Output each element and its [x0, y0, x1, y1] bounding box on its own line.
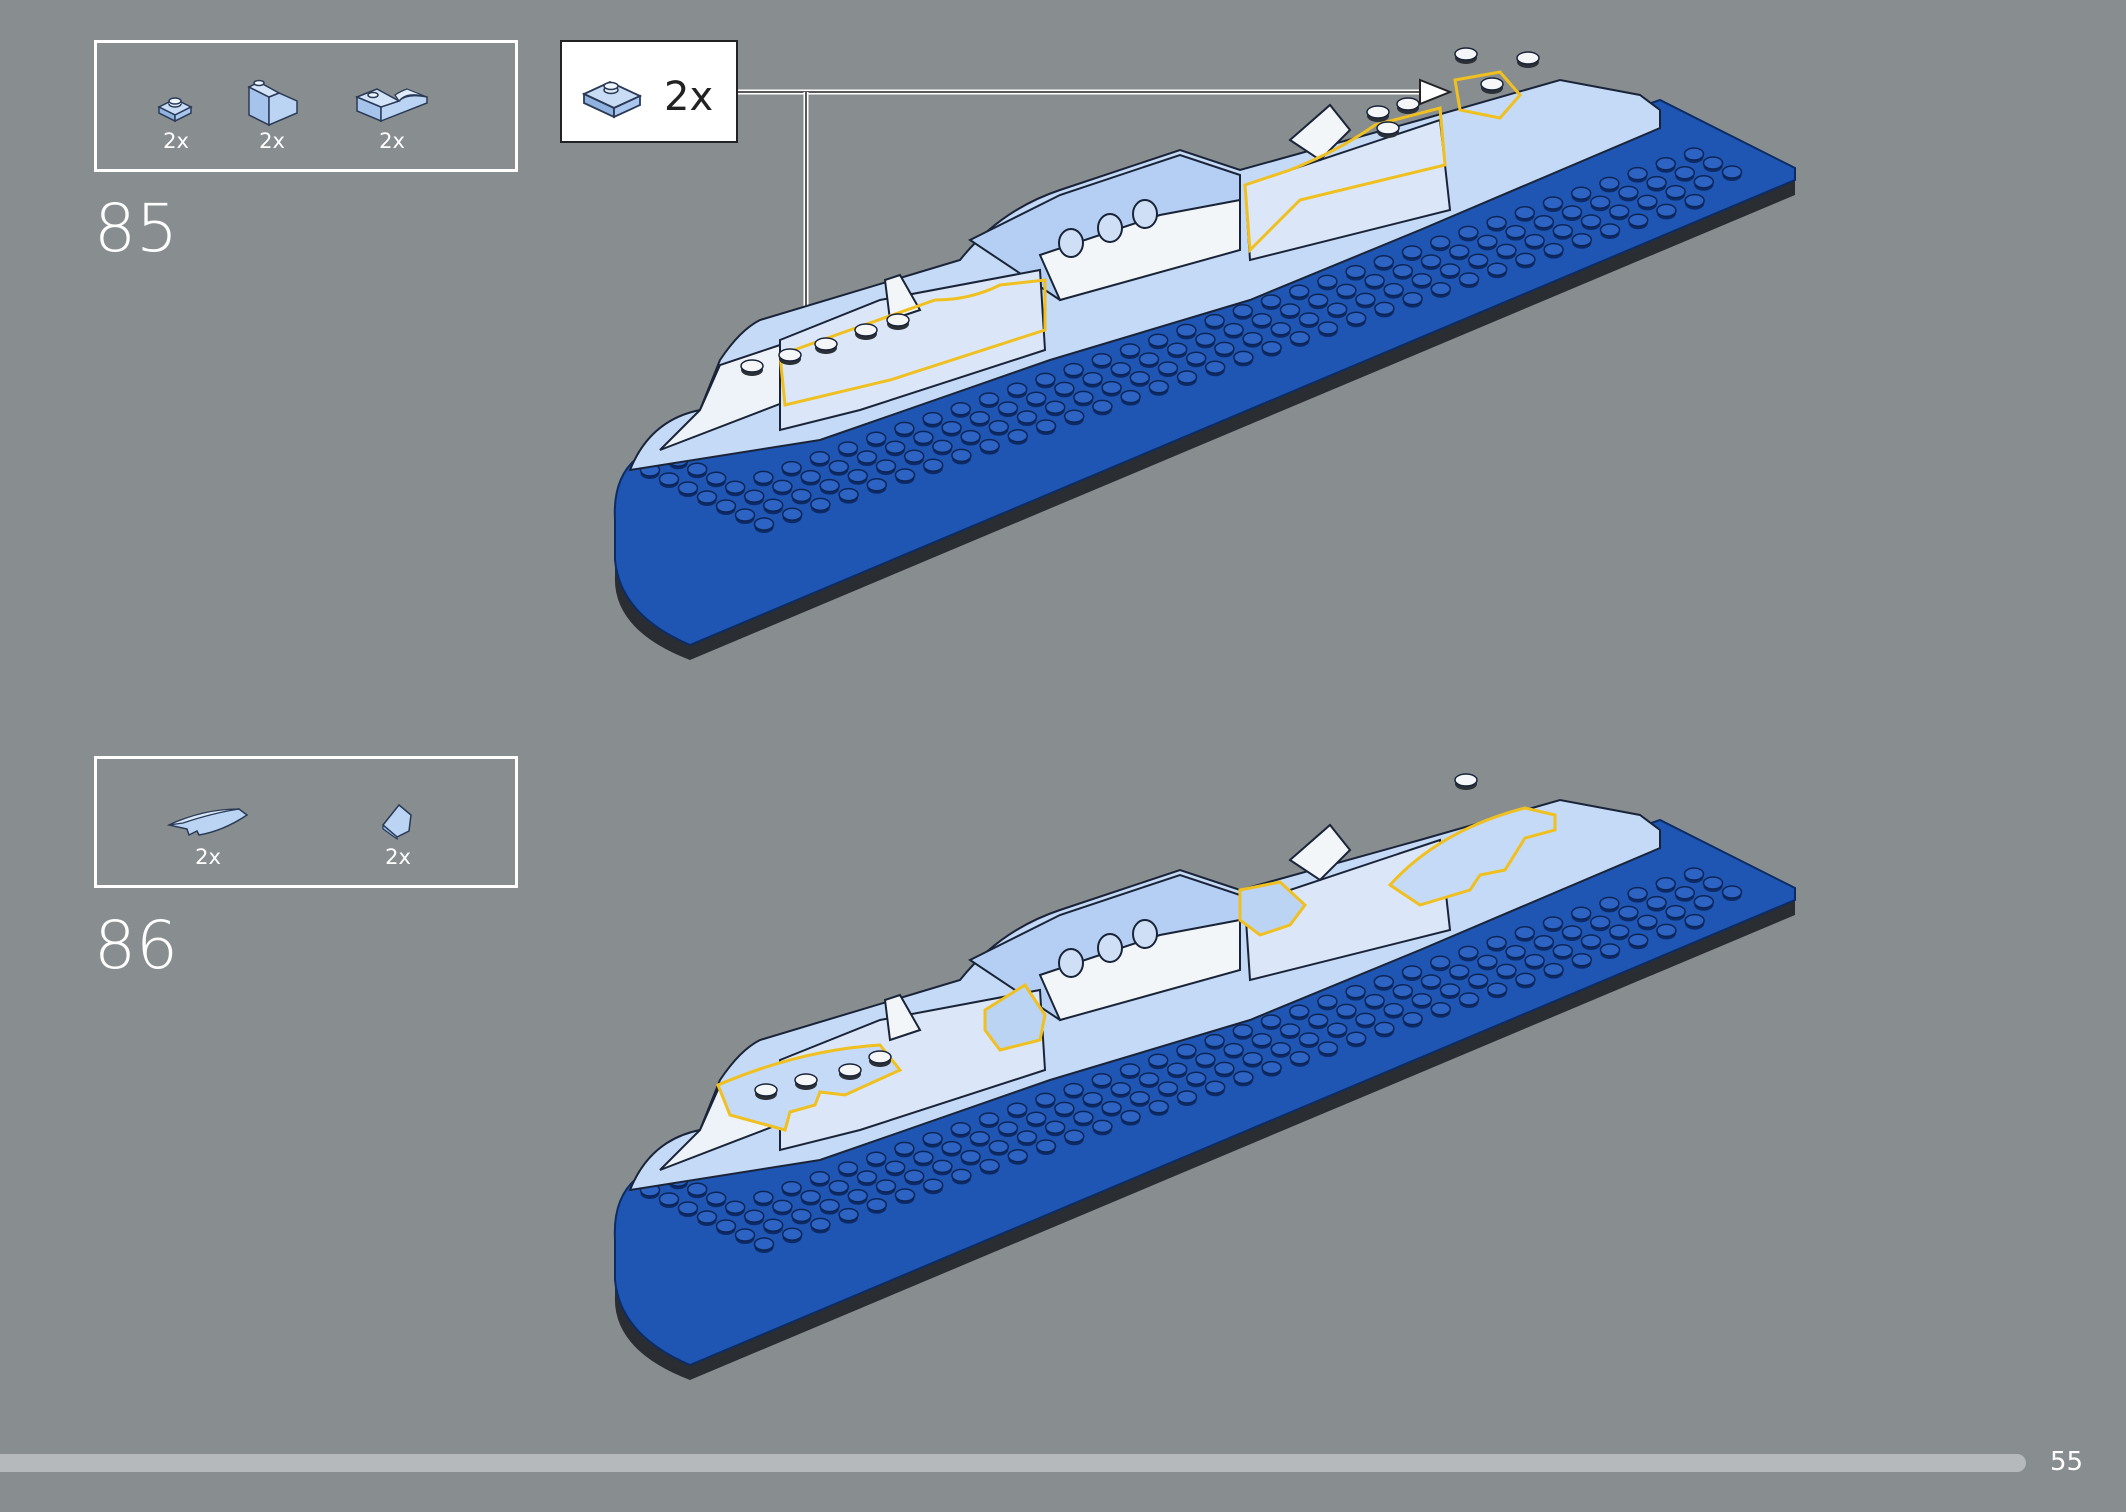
step-number: 86 [94, 907, 178, 984]
part-item: 2x [353, 773, 443, 873]
model-step-85 [613, 47, 1796, 660]
plate-1x1-icon [157, 97, 193, 123]
part-item: 2x [131, 57, 221, 157]
part-quantity: 2x [385, 845, 411, 869]
plate-1x2-icon [581, 81, 643, 119]
part-item: 2x [163, 773, 253, 873]
callout-quantity: 2x [664, 74, 714, 120]
baseplate-studs [639, 867, 1743, 1253]
step-number: 85 [94, 190, 178, 267]
page-number: 55 [2050, 1447, 2084, 1477]
model-step-86 [613, 773, 1796, 1380]
superstructure-studs [740, 47, 1540, 376]
part-item: 2x [347, 57, 437, 157]
slope-brick-icon [247, 79, 298, 127]
part-quantity: 2x [379, 129, 405, 153]
parts-list-step-85: 2x 2x 2x [94, 40, 518, 172]
subassembly-callout: 2x [560, 40, 738, 143]
ship-superstructure [628, 70, 1661, 472]
part-item: 2x [227, 57, 317, 157]
tile-wedge-icon [381, 803, 412, 841]
parts-list-step-86: 2x 2x [94, 756, 518, 888]
baseplate [613, 98, 1796, 660]
superstructure-studs [754, 773, 1478, 1100]
progress-bar [0, 1454, 2026, 1472]
part-quantity: 2x [259, 129, 285, 153]
wedge-curved-icon [166, 808, 249, 837]
baseplate [613, 818, 1796, 1380]
part-quantity: 2x [163, 129, 189, 153]
curved-slope-icon [355, 88, 428, 123]
baseplate-studs [639, 147, 1743, 533]
part-quantity: 2x [195, 845, 221, 869]
